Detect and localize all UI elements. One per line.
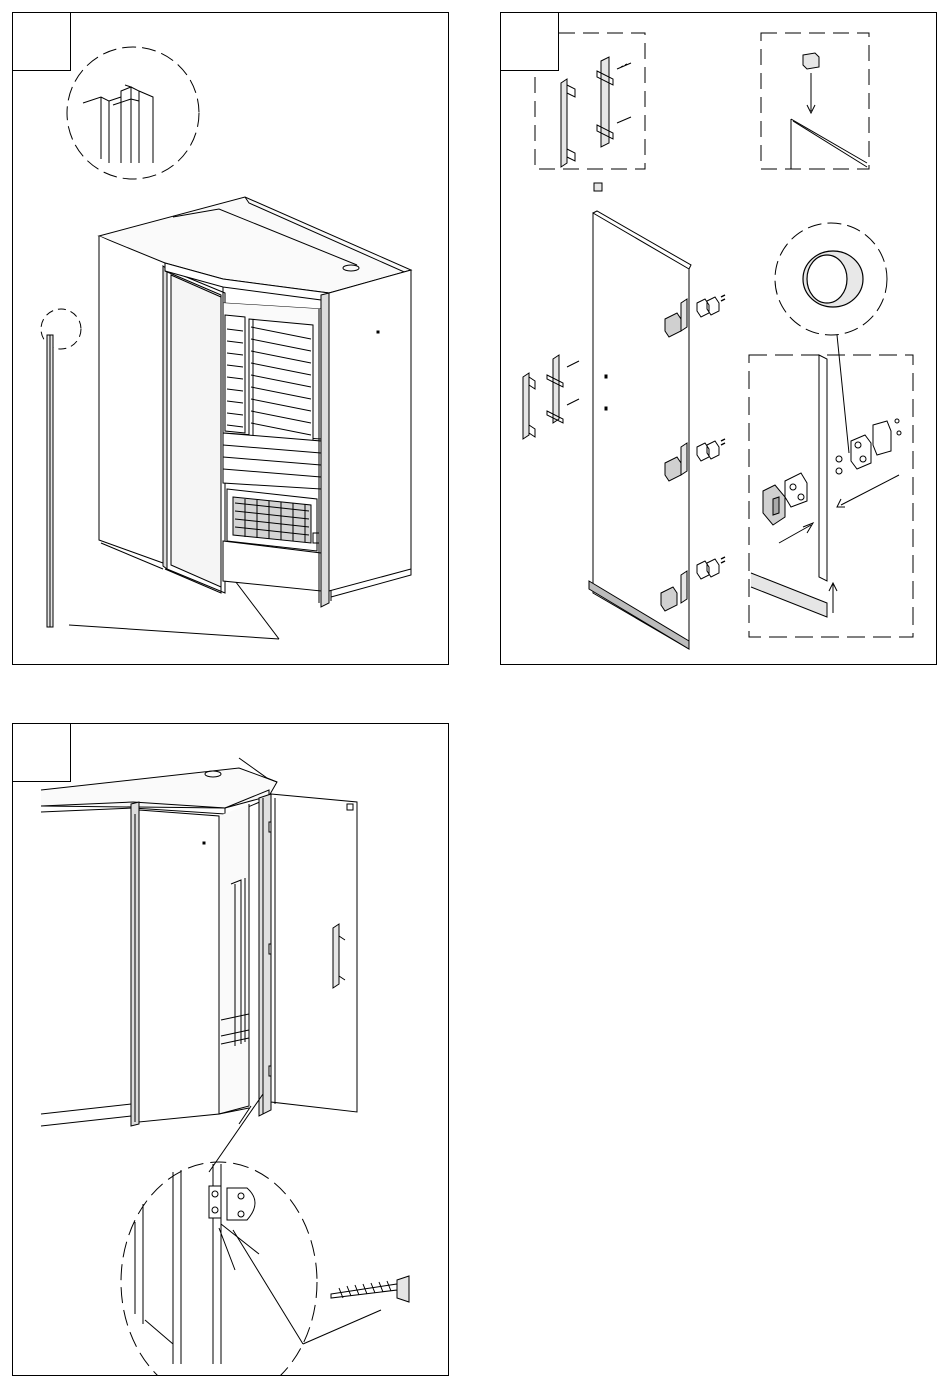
backrest-slats-left [225,315,245,433]
open-glass-door [271,794,357,1112]
profile-zoom-circle [67,47,199,179]
heater-grille [227,489,319,551]
hinge-screw-zoom-circle [121,1162,381,1376]
cap-detail-box [761,33,869,169]
step-panel-2 [500,12,937,665]
door-corner-cap [594,183,602,191]
step-3-illustration [13,724,449,1376]
glass-door-panel [589,211,691,649]
step-panel-3 [12,723,449,1376]
hinge-detail-box [749,355,913,637]
step-number-box-2 [501,13,559,71]
step-panel-1 [12,12,449,665]
step-1-illustration [13,13,449,665]
step-number-box-1 [13,13,71,71]
wood-screw [331,1276,409,1302]
step-number-box-3 [13,724,71,782]
door-handle-parts [523,355,579,439]
backrest-slats-right [249,319,313,445]
sauna-cabinet [99,197,411,607]
step-2-illustration [501,13,937,665]
ring-zoom-circle [775,223,887,453]
